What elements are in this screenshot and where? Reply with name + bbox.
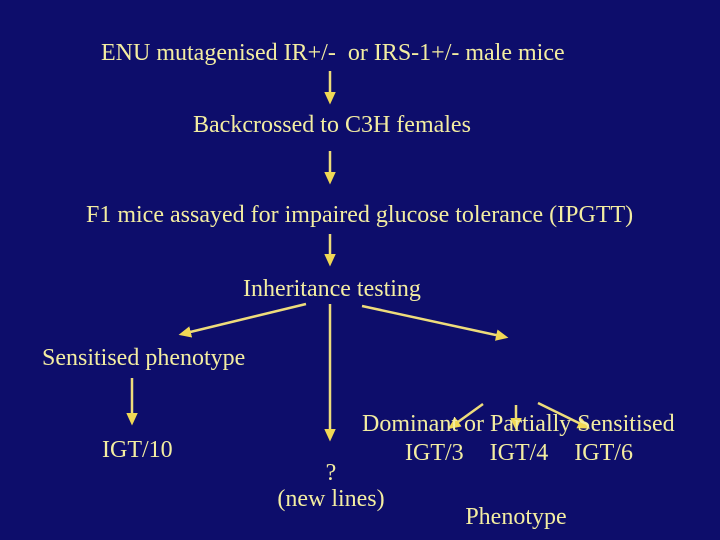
node-dominant-phenotype: Dominant or Partially Sensitised Phenoty… <box>362 347 675 540</box>
node-igt-group: IGT/3 IGT/4 IGT/6 <box>405 440 633 466</box>
node-igt6: IGT/6 <box>574 440 633 466</box>
node-new-lines: (new lines) <box>277 486 385 512</box>
node-sensitised-phenotype: Sensitised phenotype <box>42 345 246 371</box>
node-igt4: IGT/4 <box>489 440 549 466</box>
node-inheritance-testing: Inheritance testing <box>243 276 421 302</box>
node-enu-mutagenised-title: ENU mutagenised IR+/- or IRS-1+/- male m… <box>101 40 565 66</box>
node-dominant-phenotype-line1: Dominant or Partially Sensitised <box>362 411 675 437</box>
node-f1-assay: F1 mice assayed for impaired glucose tol… <box>86 202 634 228</box>
node-igt10: IGT/10 <box>102 437 173 463</box>
node-backcrossed: Backcrossed to C3H females <box>193 112 471 138</box>
arrow-inheritance-to-dominant <box>361 304 509 341</box>
node-dominant-phenotype-line2: Phenotype <box>465 504 567 530</box>
node-question-mark: ? <box>325 460 337 486</box>
node-igt3: IGT/3 <box>405 440 464 466</box>
arrow-inheritance-to-sensitised <box>178 302 307 338</box>
